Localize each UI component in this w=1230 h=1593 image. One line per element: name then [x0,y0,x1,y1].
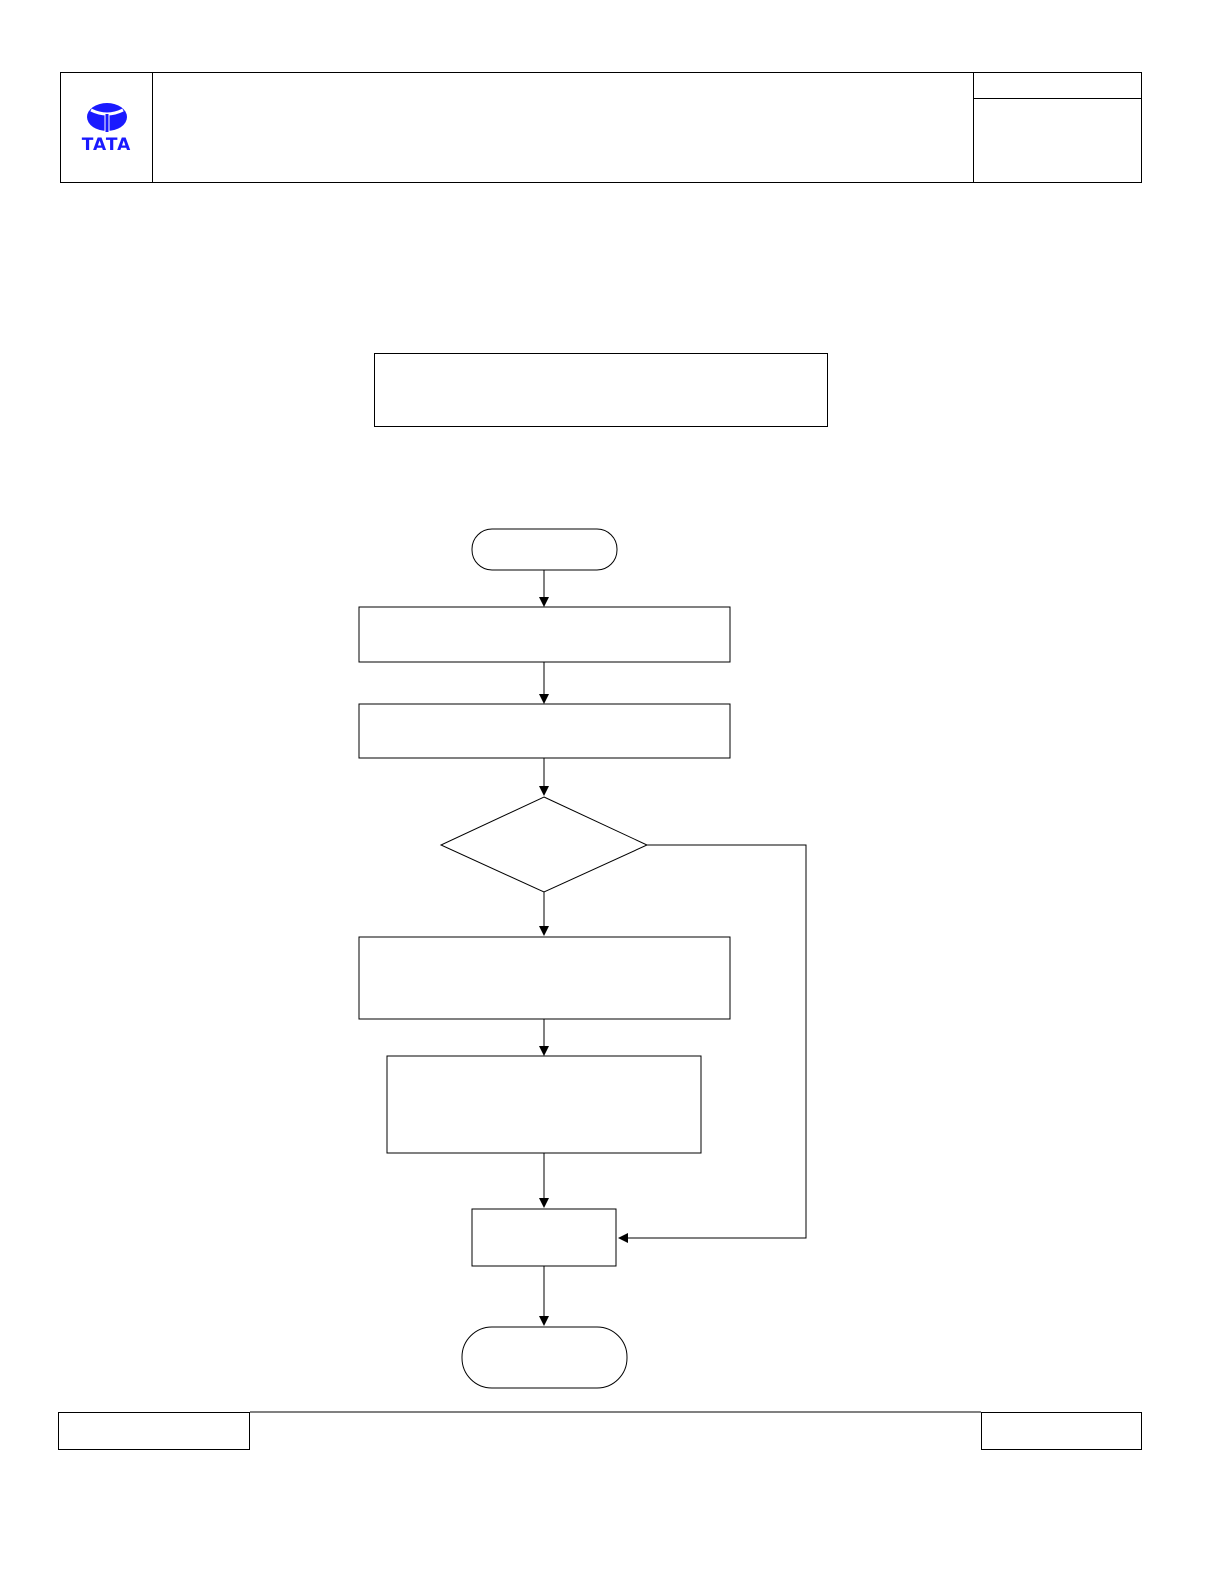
start-terminator [471,528,618,571]
connector-decision-bypass [618,844,807,1243]
footer-center [250,1414,981,1448]
process-step-3 [358,936,731,1020]
logo-cell: TATA [61,73,153,182]
header-title-cell [153,73,974,182]
title-box [374,353,828,427]
logo-text: TATA [81,134,132,155]
process-step-5 [471,1208,617,1267]
header-table: TATA [60,72,1142,183]
footer-right-box [981,1412,1142,1450]
end-terminator [461,1326,628,1389]
footer-left-box [58,1412,250,1450]
process-step-1 [358,606,731,663]
decision-diamond [439,796,649,893]
process-step-4 [386,1055,702,1154]
doc-number-cell [974,73,1141,99]
process-step-2 [358,703,731,759]
tata-logo-icon [86,102,127,132]
